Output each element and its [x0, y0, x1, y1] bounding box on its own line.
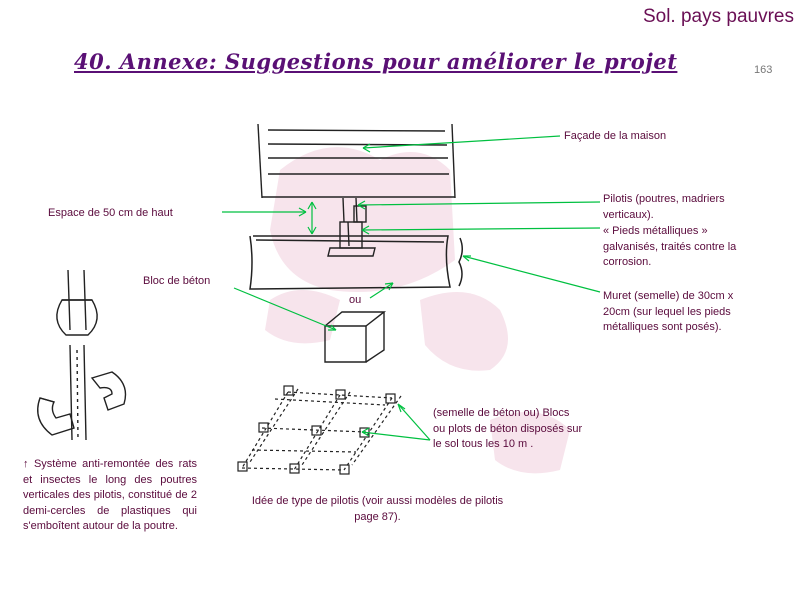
header-tag: Sol. pays pauvres — [642, 6, 794, 27]
up-arrow-icon: ↑ — [23, 458, 29, 470]
label-facade: Façade de la maison — [564, 130, 667, 142]
annotation-arrows — [222, 135, 601, 441]
anti-rat-description: ↑ Système anti-remontée des rats et inse… — [23, 457, 197, 535]
house-facade-sketch — [257, 123, 456, 199]
label-pieds-metalliques: « Pieds métalliques » galvanisés, traité… — [603, 225, 737, 268]
anti-rat-text: Système anti-remontée des rats et insect… — [23, 458, 198, 532]
background-watermark — [265, 147, 570, 474]
label-espace: Espace de 50 cm de haut — [48, 207, 173, 219]
anti-rat-system-sketch — [37, 269, 127, 441]
page-number: 163 — [754, 64, 773, 76]
label-bloc-beton: Bloc de béton — [143, 275, 211, 287]
concrete-block-sketch — [324, 311, 387, 363]
label-ou: ou — [349, 294, 362, 306]
label-idee-pilotis: Idée de type de pilotis (voir aussi modè… — [251, 495, 504, 523]
label-pilotis: Pilotis (poutres, madriers verticaux). — [603, 193, 725, 221]
label-blocs-plots: (semelle de béton ou) Blocs ou plots de … — [433, 407, 583, 450]
blocs-grid-sketch — [237, 385, 402, 475]
page-title: 40. Annexe: Suggestions pour améliorer l… — [74, 49, 678, 74]
pilotis-sketch — [327, 197, 376, 257]
label-muret: Muret (semelle) de 30cm x 20cm (sur lequ… — [603, 290, 734, 333]
muret-sketch — [249, 235, 463, 290]
